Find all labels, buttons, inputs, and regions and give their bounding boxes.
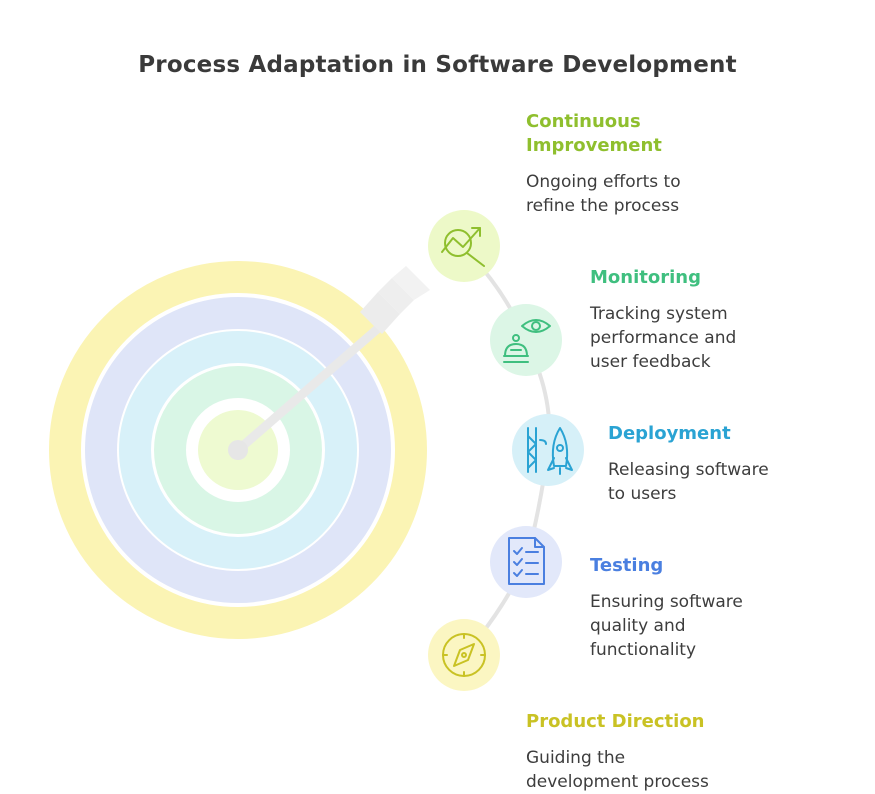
node-deployment [512,414,584,486]
compass-icon [442,633,486,677]
chart-magnifier-icon [441,227,485,267]
checklist-icon [508,537,545,585]
node-testing [490,526,562,598]
rocket-launch-icon [527,427,573,475]
step-title-continuous-improvement: Continuous Improvement [526,111,662,156]
node-monitoring [490,304,562,376]
node-product-direction [428,619,500,691]
step-title-product-direction: Product Direction [526,711,705,732]
node-continuous-improvement [428,210,500,282]
step-title-monitoring: Monitoring [590,267,701,288]
step-description-deployment: Releasing software to users [608,460,769,504]
step-description-monitoring: Tracking system performance and user fee… [590,304,737,372]
arrow-graphic [228,266,430,460]
step-title-deployment: Deployment [608,423,731,444]
target-ring-outer [49,261,427,639]
eye-robot-icon [503,319,551,363]
step-description-product-direction: Guiding the development process [526,748,709,792]
target-ring-4 [154,366,322,534]
step-description-continuous-improvement: Ongoing efforts to refine the process [526,172,681,216]
step-description-testing: Ensuring software quality and functional… [590,592,743,660]
target-ring-3 [119,331,357,569]
page-title: Process Adaptation in Software Developme… [138,52,737,78]
target-ring-2 [85,297,391,603]
step-title-testing: Testing [590,555,664,576]
